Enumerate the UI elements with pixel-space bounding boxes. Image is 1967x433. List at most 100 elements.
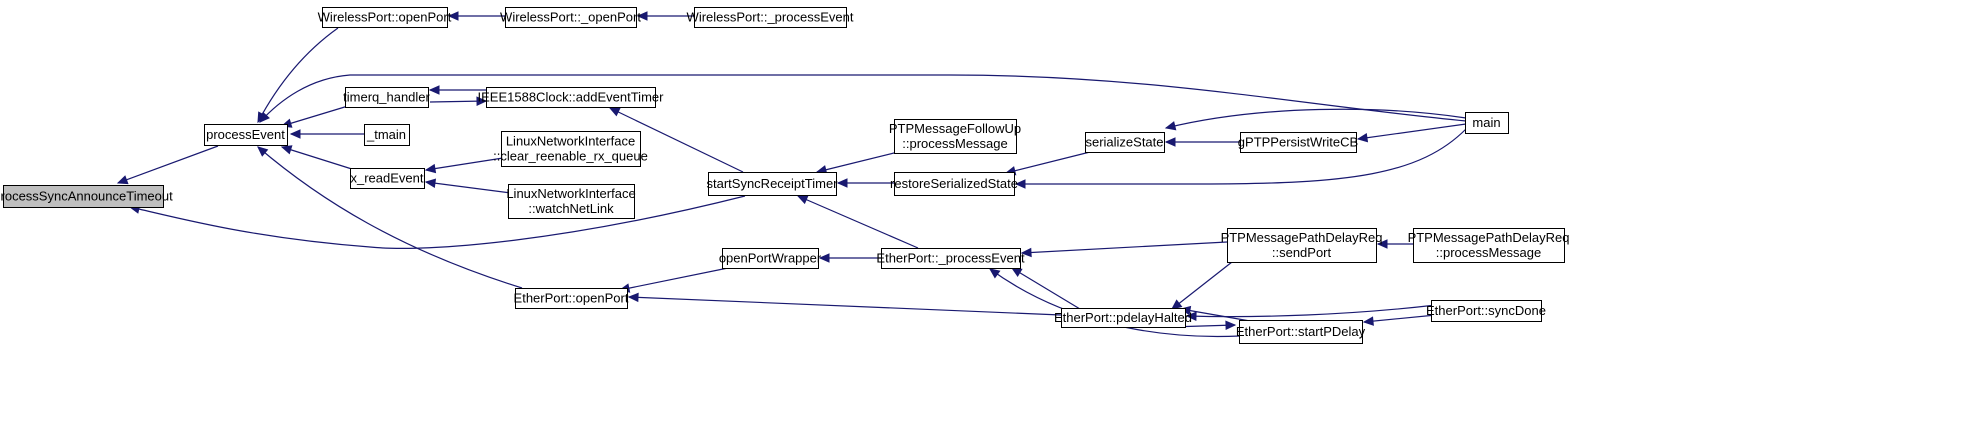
edge-line [619,267,729,291]
node-box [515,288,628,309]
node-wirelessUOpenPort[interactable]: WirelessPort::_openPort [500,7,641,28]
node-serializeState[interactable]: serializeState [1085,132,1165,153]
node-label: ::clear_reenable_rx_queue [493,149,648,164]
node-box [1227,228,1377,263]
node-openPortWrapper[interactable]: openPortWrapper [719,248,822,269]
node-watchNetLink[interactable]: LinuxNetworkInterface::watchNetLink [506,184,636,219]
edge-line [1186,304,1437,318]
edge-line [1021,241,1228,254]
edge-line [1171,261,1233,310]
edge-line [1005,151,1091,174]
arrowhead-icon [1010,267,1023,277]
node-startSyncReceiptTimer[interactable]: startSyncReceiptTimer [707,172,839,196]
node-addEventTimer[interactable]: IEEE1588Clock::addEventTimer [478,87,665,108]
edge-addEventTimer-to-timerqHandler [428,85,489,95]
edge-syncDone-to-startPDelay [1362,314,1437,326]
node-persistWriteCB[interactable]: gPTPPersistWriteCB [1238,132,1358,153]
node-box [894,172,1015,196]
edge-xReadEvent-to-processEvent [280,145,356,171]
node-label: processSyncAnnounceTimeout [0,189,173,204]
edge-wirelessOpenPort-to-processEvent [257,27,339,124]
arrowhead-icon [989,268,1001,279]
edge-line [129,195,746,249]
node-etherProcessEvent[interactable]: EtherPort::_processEvent [876,248,1025,269]
edge-startSyncReceiptTimer-to-addEventTimer [608,107,744,173]
arrowhead-icon [259,111,270,123]
node-box [486,87,656,108]
node-wirelessOpenPort[interactable]: WirelessPort::openPort [318,7,452,28]
node-box [722,248,819,269]
node-label: serializeState [1085,135,1163,150]
arrowhead-icon [1376,239,1388,249]
node-box [322,7,448,28]
node-label: LinuxNetworkInterface [506,134,635,149]
edge-restoreSerializedState-to-startSyncReceiptTimer [836,178,894,188]
node-box [1413,228,1565,263]
node-box [204,124,288,146]
arrowhead-icon [1185,311,1197,322]
arrowhead-icon [818,253,830,263]
edge-persistWriteCB-to-serializeState [1164,137,1240,147]
node-restoreSerializedState[interactable]: restoreSerializedState [890,172,1018,196]
node-box [1061,308,1186,328]
edge-tmain-to-processEvent [289,129,364,139]
node-box [1465,112,1509,134]
arrowhead-icon [636,11,648,21]
node-xReadEvent[interactable]: x_readEvent [350,168,425,189]
node-box [350,168,425,189]
node-timerqHandler[interactable]: timerq_handler [343,87,431,108]
edge-line [117,145,219,184]
node-label: IEEE1588Clock::addEventTimer [478,90,665,105]
edge-timerqHandler-to-addEventTimer [429,96,488,106]
edge-pdelaySendPort-to-pdelayHalted [1171,261,1233,310]
node-box [1240,132,1357,153]
node-label: EtherPort::pdelayHalted [1054,310,1192,325]
edge-line [425,157,504,171]
arrowhead-icon [257,146,269,157]
edge-openPortWrapper-to-etherOpenPort [618,267,729,293]
arrowhead-icon [1164,121,1177,131]
node-startPDelay[interactable]: EtherPort::startPDelay [1236,320,1366,344]
arrowhead-icon [836,178,848,188]
node-main[interactable]: main [1465,112,1509,134]
edge-line [1165,108,1467,129]
node-label: WirelessPort::_openPort [500,10,641,25]
edge-main-to-persistWriteCB [1356,123,1467,143]
edge-pdelayHalted-to-etherOpenPort [627,292,1062,316]
arrowhead-icon [1362,316,1374,326]
edge-wirelessProcessEvent-to-wirelessUOpenPort [636,11,694,21]
arrowhead-icon [116,175,129,185]
node-label: PTPMessagePathDelayReq [1221,230,1383,245]
node-pdelayHalted[interactable]: EtherPort::pdelayHalted [1054,308,1192,328]
arrowhead-icon [280,145,293,155]
node-pdelaySendPort[interactable]: PTPMessagePathDelayReq::sendPort [1221,228,1383,263]
edge-line [281,146,356,171]
node-box [1085,132,1165,153]
node-syncDone[interactable]: EtherPort::syncDone [1426,300,1546,322]
node-label: LinuxNetworkInterface [506,186,635,201]
edge-line [1357,123,1467,140]
node-label: main [1472,115,1500,130]
node-processEvent[interactable]: processEvent [204,124,288,146]
node-label: ::watchNetLink [528,201,614,216]
node-label: EtherPort::startPDelay [1236,324,1366,339]
edge-line [257,146,523,289]
node-clearReenable[interactable]: LinuxNetworkInterface::clear_reenable_rx… [493,131,648,167]
node-tmain[interactable]: _tmain [364,124,410,146]
node-label: openPortWrapper [719,251,822,266]
node-followUpProcess[interactable]: PTPMessageFollowUp::processMessage [889,119,1021,154]
node-pdelayProcess[interactable]: PTPMessagePathDelayReq::processMessage [1408,228,1570,263]
arrowhead-icon [608,107,621,117]
edge-line [609,107,744,173]
node-root[interactable]: processSyncAnnounceTimeout [0,185,173,208]
node-label: ::sendPort [1272,245,1332,260]
edge-line [259,74,1467,123]
node-etherOpenPort[interactable]: EtherPort::openPort [514,288,629,309]
node-label: WirelessPort::_processEvent [687,10,854,25]
node-wirelessProcessEvent[interactable]: WirelessPort::_processEvent [687,7,854,28]
edge-line [425,181,512,194]
arrowhead-icon [428,85,440,95]
edge-pdelayProcess-to-pdelaySendPort [1376,239,1413,249]
arrowhead-icon [1225,320,1237,331]
